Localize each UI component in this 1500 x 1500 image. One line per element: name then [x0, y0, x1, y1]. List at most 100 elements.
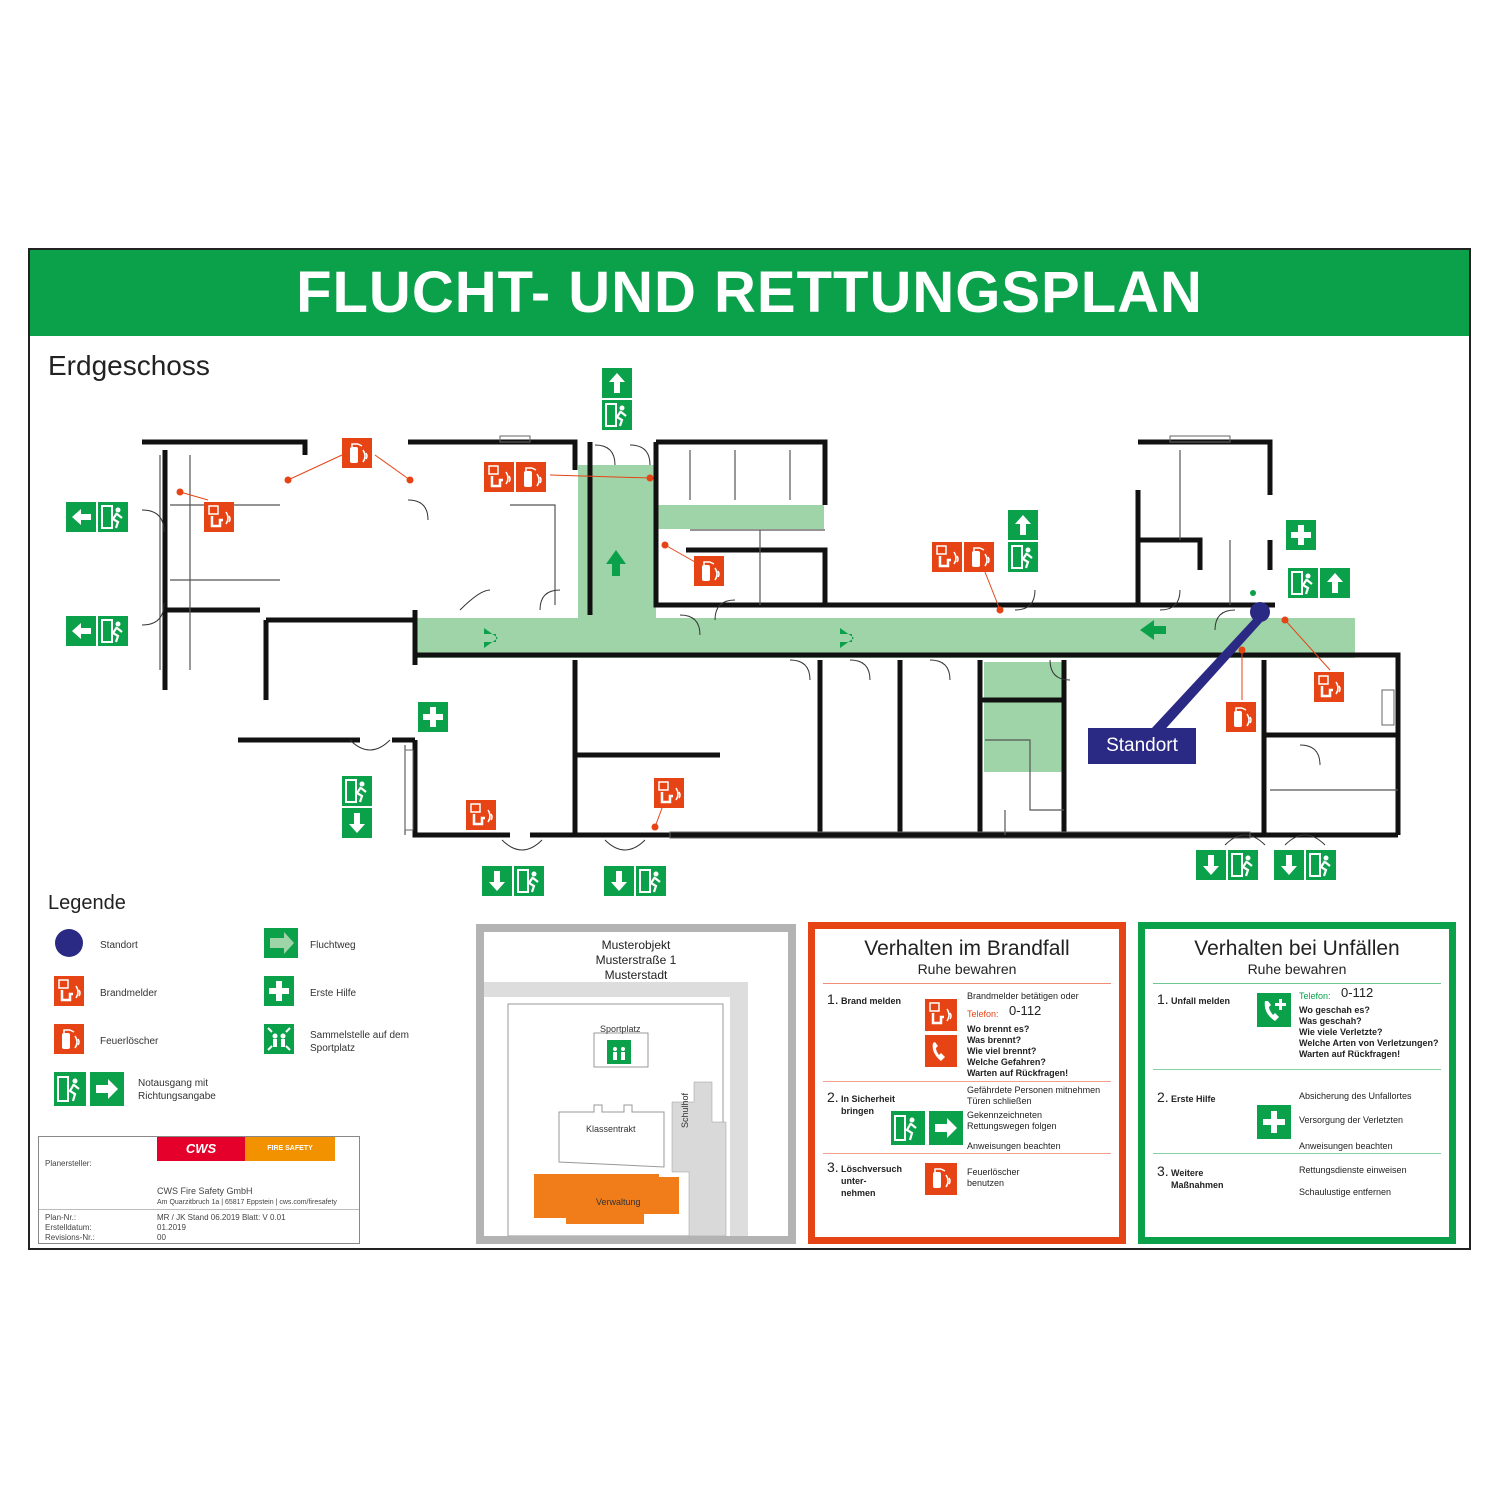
exit-arrow-down-icon [482, 866, 512, 896]
exit-arrow-left-icon [66, 502, 96, 532]
step-number: 1. [1157, 991, 1169, 1007]
emergency-phone-icon [925, 1035, 957, 1067]
windows [404, 435, 1395, 839]
walls [142, 439, 1401, 838]
title-banner: FLUCHT- UND RETTUNGSPLAN [30, 250, 1469, 336]
accident-step2-line: Anweisungen beachten [1299, 1141, 1393, 1151]
marker-leaders [176, 454, 1331, 831]
accident-box-subtitle: Ruhe bewahren [1247, 961, 1347, 977]
running-man-icon [514, 866, 544, 896]
site-plan [484, 982, 748, 1236]
step-label: Erste Hilfe [1171, 1094, 1216, 1104]
accident-step1-line: Wo geschah es? [1299, 1005, 1370, 1015]
fire-step1-line: Was brennt? [967, 1035, 1022, 1045]
exit-arrow-down-icon [342, 808, 372, 838]
step-number: 2. [827, 1089, 839, 1105]
fire-alarm-icon [925, 999, 957, 1031]
date-value: 01.2019 [157, 1223, 186, 1232]
accident-step1-line: Wie viele Verletzte? [1299, 1027, 1383, 1037]
exit-arrow-left-icon [66, 616, 96, 646]
plan-nr: MR / JK Stand 06.2019 Blatt: V 0.01 [157, 1213, 286, 1222]
fire-extinguisher-icon [342, 438, 372, 468]
running-man-icon [636, 866, 666, 896]
fire-step3-line: benutzen [967, 1178, 1005, 1188]
legend-label: Notausgang mit Richtungsangabe [138, 1078, 216, 1102]
running-man-icon [98, 616, 128, 646]
site-city: Musterstadt [604, 968, 668, 982]
accident-step2-line: Versorgung der Verletzten [1299, 1115, 1404, 1125]
step-label: Unfall melden [1171, 996, 1231, 1006]
running-man-icon [602, 400, 632, 430]
running-man-icon [342, 776, 372, 806]
step-number: 2. [1157, 1089, 1169, 1105]
exit-arrow-up-icon [1320, 568, 1350, 598]
step-label: Weitere Maßnahmen [1171, 1168, 1224, 1190]
accident-box-title: Verhalten bei Unfällen [1194, 937, 1400, 960]
location-marker [1152, 590, 1270, 735]
accident-step3-line: Schaulustige entfernen [1299, 1187, 1392, 1197]
exit-arrow-down-icon [1196, 850, 1226, 880]
exit-arrow-down-icon [604, 866, 634, 896]
step-number: 1. [827, 991, 839, 1007]
first-aid-icon [418, 702, 448, 732]
cws-logo: CWS [157, 1137, 245, 1161]
fire-extinguisher-icon [964, 542, 994, 572]
running-man-icon [54, 1072, 86, 1106]
accident-behavior-box: Verhalten bei Unfällen Ruhe bewahren 1. … [1138, 922, 1456, 1244]
step-label: Löschversuch unter- nehmen [841, 1164, 903, 1198]
site-street: Musterstraße 1 [595, 953, 677, 967]
step-number: 3. [1157, 1163, 1169, 1179]
accident-step1-line: Welche Arten von Verletzungen? [1299, 1038, 1439, 1048]
running-man-icon [891, 1111, 925, 1145]
legend-label: Brandmelder [100, 988, 158, 999]
legend-label: Feuerlöscher [100, 1036, 159, 1047]
fire-step1-line: Brandmelder betätigen oder [967, 991, 1079, 1001]
fire-extinguisher-icon [925, 1163, 957, 1195]
legend-title: Legende [48, 892, 126, 914]
site-object: Musterobjekt [601, 938, 671, 952]
company-name: CWS Fire Safety GmbH [157, 1186, 253, 1196]
running-man-icon [98, 502, 128, 532]
legend-label: Standort [100, 940, 138, 951]
fire-extinguisher-icon [694, 556, 724, 586]
fire-step2-line: Gekennzeichneten [967, 1110, 1043, 1120]
escape-route-area [415, 465, 1355, 772]
legend-label: Fluchtweg [310, 940, 356, 951]
fire-step1-line: Wo brennt es? [967, 1024, 1030, 1034]
exit-arrow-right-icon [90, 1072, 124, 1106]
step-label: In Sicherheit bringen [841, 1094, 896, 1116]
revision-value: 00 [157, 1233, 166, 1242]
running-man-icon [1228, 850, 1258, 880]
fire-alarm-icon [932, 542, 962, 572]
fire-alarm-icon [484, 462, 514, 492]
doors [141, 444, 1326, 851]
interior-lines [159, 450, 1398, 835]
running-man-icon [1008, 542, 1038, 572]
legend-label: Sammelstelle auf dem Sportplatz [310, 1030, 409, 1054]
planner-info: Planersteller: CWS FIRE SAFETY CWS Fire … [38, 1136, 360, 1244]
plan-nr-label: Plan-Nr.: [45, 1213, 77, 1222]
label-sportplatz: Sportplatz [600, 1024, 641, 1034]
phone-label: Telefon: [967, 1009, 999, 1019]
fire-step1-line: Welche Gefahren? [967, 1057, 1046, 1067]
fire-alarm-icon [204, 502, 234, 532]
fire-safety-logo: FIRE SAFETY [245, 1137, 335, 1161]
fire-box-title: Verhalten im Brandfall [864, 937, 1070, 960]
running-man-icon [1288, 568, 1318, 598]
fire-alarm-icon [1314, 672, 1344, 702]
fire-step1-line: Wie viel brennt? [967, 1046, 1037, 1056]
date-label: Erstelldatum: [45, 1223, 92, 1232]
fire-extinguisher-icon [516, 462, 546, 492]
fire-alarm-icon [654, 778, 684, 808]
fire-alarm-icon [466, 800, 496, 830]
accident-step3-line: Rettungsdienste einweisen [1299, 1165, 1407, 1175]
accident-step1-line: Was geschah? [1299, 1016, 1362, 1026]
accident-step2-line: Absicherung des Unfallortes [1299, 1091, 1412, 1101]
phone-label: Telefon: [1299, 991, 1331, 1001]
fire-behavior-box: Verhalten im Brandfall Ruhe bewahren 1. … [808, 922, 1126, 1244]
fire-alarm-icon [54, 976, 84, 1006]
fire-step3-line: Feuerlöscher [967, 1167, 1020, 1177]
fire-box-subtitle: Ruhe bewahren [917, 961, 1017, 977]
first-aid-icon [264, 976, 294, 1006]
exit-arrow-right-icon [929, 1111, 963, 1145]
